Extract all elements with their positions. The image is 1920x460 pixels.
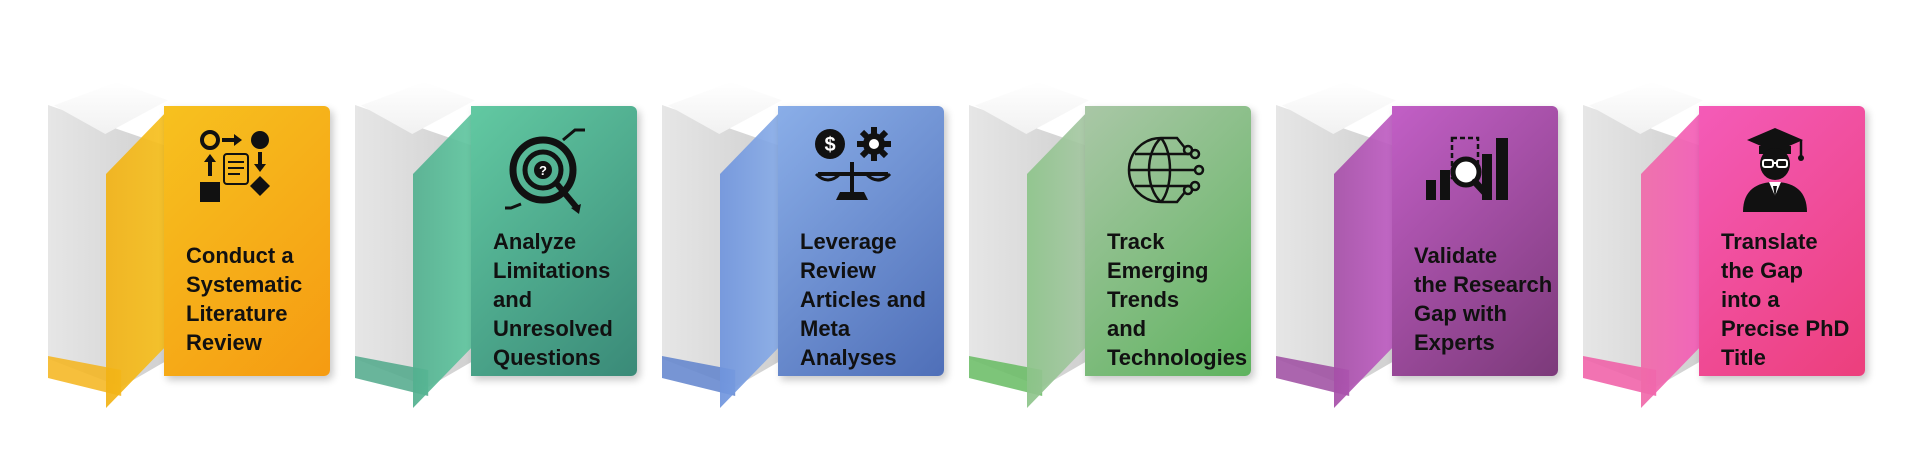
svg-text:?: ? bbox=[539, 163, 547, 178]
step-label: Track Emerging Trends and Technologies bbox=[1107, 228, 1248, 370]
step-4: Track Emerging Trends and Technologies bbox=[969, 80, 1251, 412]
globe-network-icon bbox=[1115, 124, 1207, 216]
step-3: $ bbox=[662, 80, 944, 412]
step-panel bbox=[471, 106, 637, 376]
step-label: Analyze Limitations and Unresolved Quest… bbox=[493, 228, 613, 370]
step-panel bbox=[778, 106, 944, 376]
step-label: Conduct a Systematic Literature Review bbox=[186, 243, 303, 355]
step-1: Conduct a Systematic Literature Review bbox=[48, 80, 330, 412]
balance-dollar-gear-icon: $ bbox=[808, 124, 900, 216]
svg-text:$: $ bbox=[824, 134, 835, 156]
step-5: Validate the Research Gap with Experts bbox=[1276, 80, 1558, 412]
step-label: Validate the Research Gap with Experts bbox=[1414, 243, 1553, 355]
step-label: Leverage Review Articles and Meta Analys… bbox=[800, 228, 926, 370]
step-2: ? Analyze Limitations and Unresolved Que… bbox=[355, 80, 637, 412]
chart-magnifier-icon bbox=[1422, 124, 1514, 216]
question-target-icon: ? bbox=[501, 124, 593, 216]
step-panel bbox=[164, 106, 330, 376]
step-panel bbox=[1392, 106, 1558, 376]
step-6: Translate the Gap into a Precise PhD Tit… bbox=[1583, 80, 1865, 412]
step-label: Translate the Gap into a Precise PhD Tit… bbox=[1721, 228, 1850, 370]
graduate-icon bbox=[1729, 124, 1821, 216]
process-flow-icon bbox=[194, 124, 286, 216]
